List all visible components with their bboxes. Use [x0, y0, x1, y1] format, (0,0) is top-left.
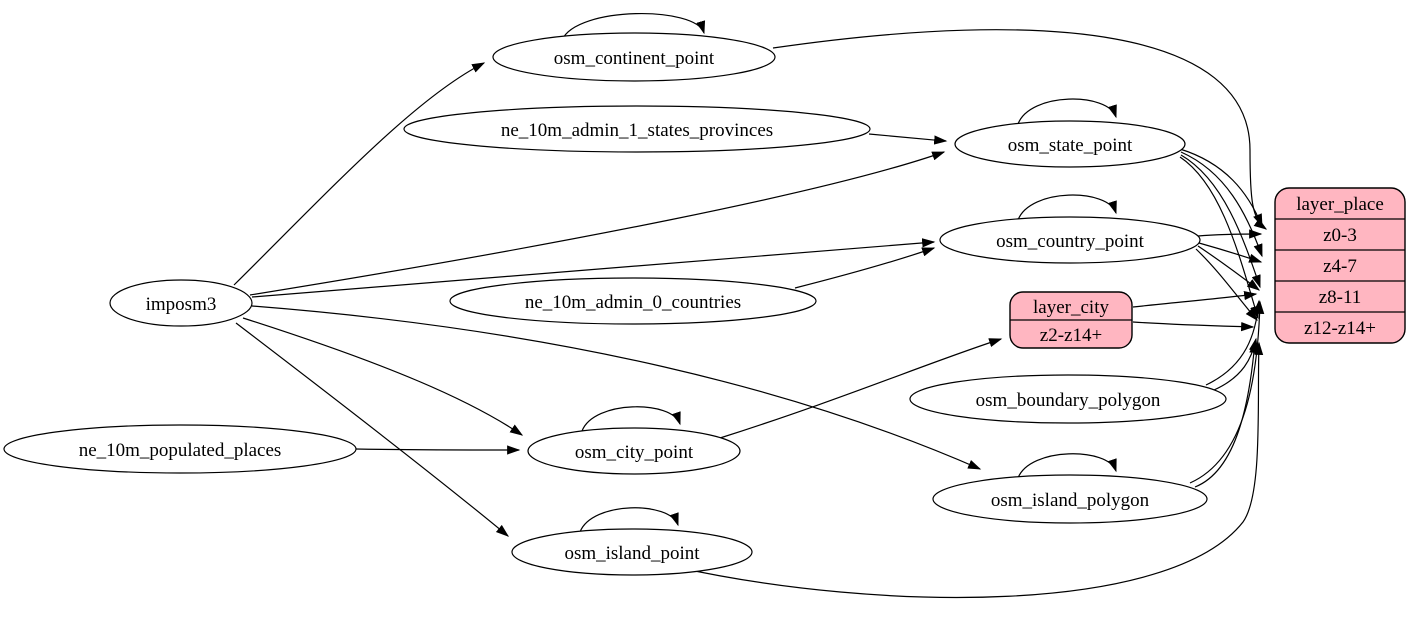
node-osm-island-point-label: osm_island_point	[564, 543, 700, 564]
selfloop-osm-state-point	[1017, 98, 1117, 125]
record-layer-city-row-z2-z14: z2-z14+	[1040, 325, 1102, 346]
node-osm-country-point: osm_country_point	[939, 216, 1201, 264]
edge-osm-country-point-to-layer-place-z0-3	[1197, 229, 1263, 239]
node-osm-state-point-label: osm_state_point	[1008, 135, 1133, 156]
edge-osm-country-point-to-layer-place-z8-11	[1197, 245, 1261, 291]
node-ne-10m-populated-places-label: ne_10m_populated_places	[79, 440, 282, 461]
node-imposm3: imposm3	[109, 279, 253, 327]
edges	[233, 13, 1268, 599]
node-osm-island-point: osm_island_point	[511, 528, 753, 576]
edge-imposm3-to-osm-city-point	[242, 317, 524, 436]
record-layer-place: layer_place z0-3 z4-7 z8-11 z12-z14+	[1274, 187, 1406, 344]
selfloop-osm-continent-point	[561, 13, 706, 41]
node-osm-country-point-shape	[939, 216, 1201, 264]
node-osm-city-point-shape	[527, 427, 741, 475]
record-layer-place-row-z8-11: z8-11	[1319, 287, 1362, 308]
node-imposm3-label: imposm3	[146, 294, 217, 315]
edge-osm-island-polygon-to-layer-place-z12-z14	[1194, 339, 1259, 488]
node-osm-island-point-shape	[511, 528, 753, 576]
selfloop-osm-island-polygon	[1017, 453, 1117, 479]
edge-layer-city-to-layer-place-z8-11	[1132, 290, 1258, 308]
selfloop-osm-city-point	[581, 406, 681, 432]
edge-osm-continent-point-to-layer-place-z0-3	[772, 29, 1268, 230]
node-osm-island-polygon-label: osm_island_polygon	[991, 490, 1150, 511]
node-imposm3-shape	[109, 279, 253, 327]
record-layer-place-row-z4-7: z4-7	[1323, 256, 1357, 277]
selfloop-osm-island-point	[579, 507, 679, 533]
edge-osm-country-point-to-layer-place-z12-z14	[1195, 248, 1258, 321]
node-ne-10m-admin-0-countries-shape	[449, 277, 817, 325]
edge-osm-country-point-to-layer-place-z4-7	[1198, 242, 1263, 263]
node-ne-10m-populated-places: ne_10m_populated_places	[3, 424, 357, 474]
node-osm-state-point-shape	[954, 120, 1186, 168]
node-ne-10m-admin-0-countries: ne_10m_admin_0_countries	[449, 277, 817, 325]
edge-layer-city-to-layer-place-z12-z14	[1132, 321, 1255, 332]
edge-osm-state-point-to-layer-place-z0-3	[1179, 148, 1263, 228]
edge-imposm3-to-osm-island-point	[235, 322, 510, 537]
edge-ne-10m-populated-places-to-osm-city-point	[355, 445, 521, 455]
node-ne-10m-admin-1-states-provinces: ne_10m_admin_1_states_provinces	[403, 105, 871, 153]
node-osm-continent-point-shape	[492, 32, 776, 82]
node-osm-boundary-polygon: osm_boundary_polygon	[909, 374, 1227, 424]
edge-osm-city-point-to-layer-city-z2-z14	[719, 338, 1003, 439]
edge-osm-state-point-to-layer-place-z4-7	[1180, 151, 1263, 258]
node-osm-boundary-polygon-shape	[909, 374, 1227, 424]
node-osm-country-point-label: osm_country_point	[996, 231, 1144, 252]
edge-osm-state-point-to-layer-place-z8-11	[1180, 154, 1261, 289]
node-osm-continent-point: osm_continent_point	[492, 32, 776, 82]
node-osm-state-point: osm_state_point	[954, 120, 1186, 168]
record-layer-place-box	[1274, 187, 1406, 344]
edge-ne-10m-admin-0-countries-to-osm-country-point	[794, 247, 936, 289]
record-layer-place-title: layer_place	[1296, 194, 1384, 215]
edge-ne-10m-admin-1-states-provinces-to-osm-state-point	[868, 133, 948, 145]
node-osm-boundary-polygon-label: osm_boundary_polygon	[976, 390, 1161, 411]
edge-imposm3-to-osm-continent-point	[233, 62, 486, 286]
node-ne-10m-admin-1-states-provinces-shape	[403, 105, 871, 153]
record-layer-city: layer_city z2-z14+	[1009, 291, 1133, 349]
edge-osm-island-polygon-to-layer-place-z8-11	[1189, 300, 1265, 484]
node-osm-island-polygon-shape	[932, 474, 1208, 524]
record-layer-city-title: layer_city	[1033, 297, 1109, 318]
node-ne-10m-populated-places-shape	[3, 424, 357, 474]
selfloop-osm-country-point	[1017, 194, 1117, 221]
edge-osm-island-point-to-layer-place-z12-z14	[675, 341, 1264, 599]
node-ne-10m-admin-1-states-provinces-label: ne_10m_admin_1_states_provinces	[501, 120, 773, 141]
node-ne-10m-admin-0-countries-label: ne_10m_admin_0_countries	[525, 292, 741, 313]
edge-imposm3-to-osm-island-polygon	[251, 305, 982, 470]
node-osm-continent-point-label: osm_continent_point	[554, 48, 715, 69]
node-osm-city-point-label: osm_city_point	[575, 442, 694, 463]
node-osm-city-point: osm_city_point	[527, 427, 741, 475]
record-layer-place-row-z0-3: z0-3	[1323, 225, 1357, 246]
edge-imposm3-to-osm-state-point	[249, 151, 946, 296]
record-layer-place-row-z12-z14: z12-z14+	[1304, 318, 1376, 339]
node-osm-island-polygon: osm_island_polygon	[932, 474, 1208, 524]
